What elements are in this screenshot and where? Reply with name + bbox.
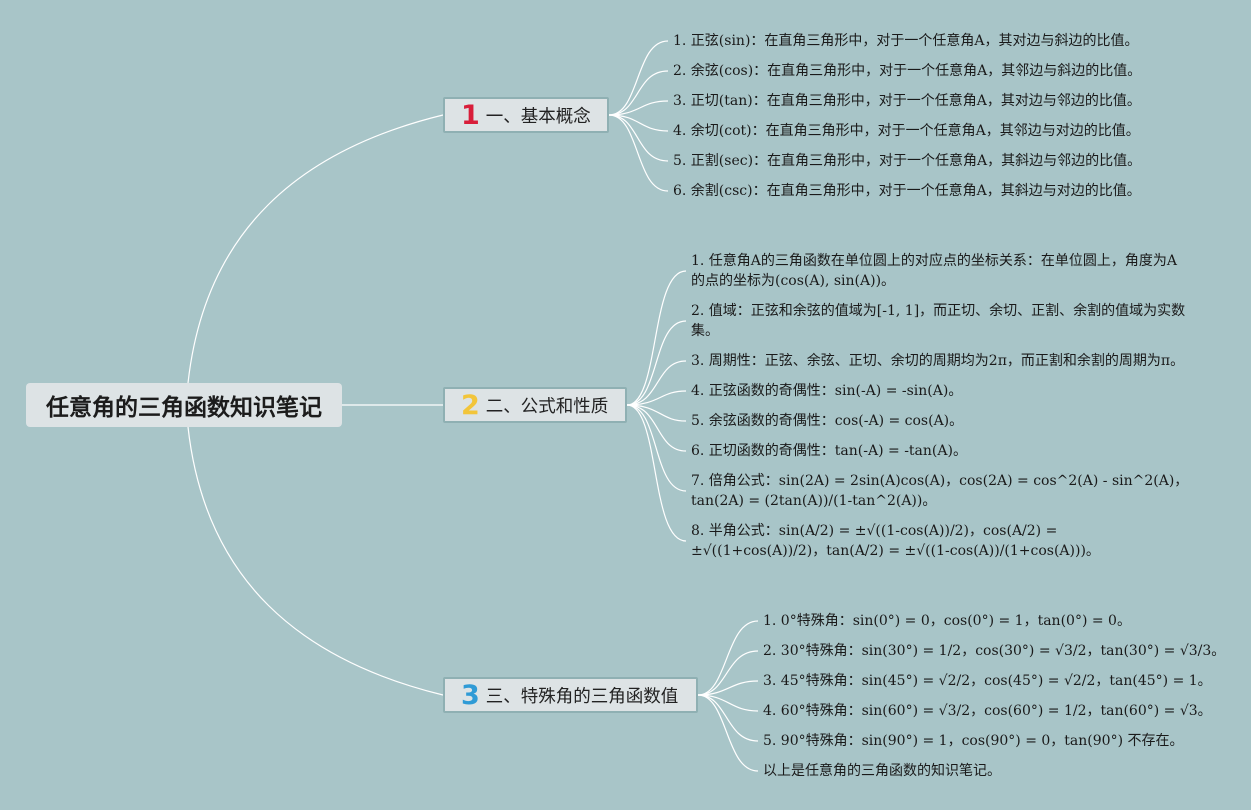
leaf-2-8[interactable]: 8. 半角公式：sin(A/2) = ±√((1-cos(A))/2)，cos(…: [691, 523, 1100, 559]
branch-number-2: 2: [461, 389, 480, 421]
branch-topic-3[interactable]: 3 三、特殊角的三角函数值: [443, 677, 698, 713]
leaf-1-3[interactable]: 3. 正切(tan)：在直角三角形中，对于一个任意角A，其对边与邻边的比值。: [673, 93, 1141, 109]
leaf-3-1[interactable]: 1. 0°特殊角：sin(0°) = 0，cos(0°) = 1，tan(0°)…: [763, 613, 1131, 629]
connector-root-branch-1: [187, 114, 444, 384]
leaf-1-2[interactable]: 2. 余弦(cos)：在直角三角形中，对于一个任意角A，其邻边与斜边的比值。: [673, 63, 1142, 79]
root-topic[interactable]: 任意角的三角函数知识笔记: [26, 383, 342, 427]
leaf-1-5[interactable]: 5. 正割(sec)：在直角三角形中，对于一个任意角A，其斜边与邻边的比值。: [673, 153, 1142, 169]
leaf-2-6[interactable]: 6. 正切函数的奇偶性：tan(-A) = -tan(A)。: [691, 443, 967, 459]
leaf-2-7[interactable]: 7. 倍角公式：sin(2A) = 2sin(A)cos(A)，cos(2A) …: [691, 473, 1189, 509]
leaf-2-4[interactable]: 4. 正弦函数的奇偶性：sin(-A) = -sin(A)。: [691, 383, 963, 399]
leaf-3-6[interactable]: 以上是任意角的三角函数的知识笔记。: [763, 763, 1001, 779]
leaf-2-2[interactable]: 2. 值域：正弦和余弦的值域为[-1, 1]，而正切、余切、正割、余割的值域为实…: [691, 303, 1186, 339]
leaf-3-3[interactable]: 3. 45°特殊角：sin(45°) = √2/2，cos(45°) = √2/…: [763, 673, 1212, 689]
branch-number-3: 3: [461, 679, 480, 711]
leaf-2-1[interactable]: 1. 任意角A的三角函数在单位圆上的对应点的坐标关系：在单位圆上，角度为A的点的…: [691, 253, 1178, 289]
leaf-3-5[interactable]: 5. 90°特殊角：sin(90°) = 1，cos(90°) = 0，tan(…: [763, 733, 1184, 749]
branch-label-3: 三、特殊角的三角函数值: [485, 686, 679, 707]
leaf-1-4[interactable]: 4. 余切(cot)：在直角三角形中，对于一个任意角A，其邻边与对边的比值。: [673, 123, 1140, 139]
branch-number-1: 1: [461, 99, 480, 131]
leaf-2-3[interactable]: 3. 周期性：正弦、余弦、正切、余切的周期均为2π，而正割和余割的周期为π。: [691, 353, 1185, 369]
branch-label-2: 二、公式和性质: [485, 396, 609, 417]
leaf-3-4[interactable]: 4. 60°特殊角：sin(60°) = √3/2，cos(60°) = 1/2…: [763, 703, 1212, 719]
leaf-1-1[interactable]: 1. 正弦(sin)：在直角三角形中，对于一个任意角A，其对边与斜边的比值。: [673, 33, 1139, 49]
connector-root-branch-3: [187, 426, 444, 696]
leaf-3-2[interactable]: 2. 30°特殊角：sin(30°) = 1/2，cos(30°) = √3/2…: [763, 643, 1226, 659]
branch-label-1: 一、基本概念: [485, 106, 591, 127]
branch-topic-2[interactable]: 2 二、公式和性质: [443, 387, 627, 423]
branch-topic-1[interactable]: 1 一、基本概念: [443, 97, 609, 133]
leaf-2-5[interactable]: 5. 余弦函数的奇偶性：cos(-A) = cos(A)。: [691, 413, 964, 429]
root-title: 任意角的三角函数知识笔记: [46, 395, 322, 421]
leaf-1-6[interactable]: 6. 余割(csc)：在直角三角形中，对于一个任意角A，其斜边与对边的比值。: [673, 183, 1141, 199]
